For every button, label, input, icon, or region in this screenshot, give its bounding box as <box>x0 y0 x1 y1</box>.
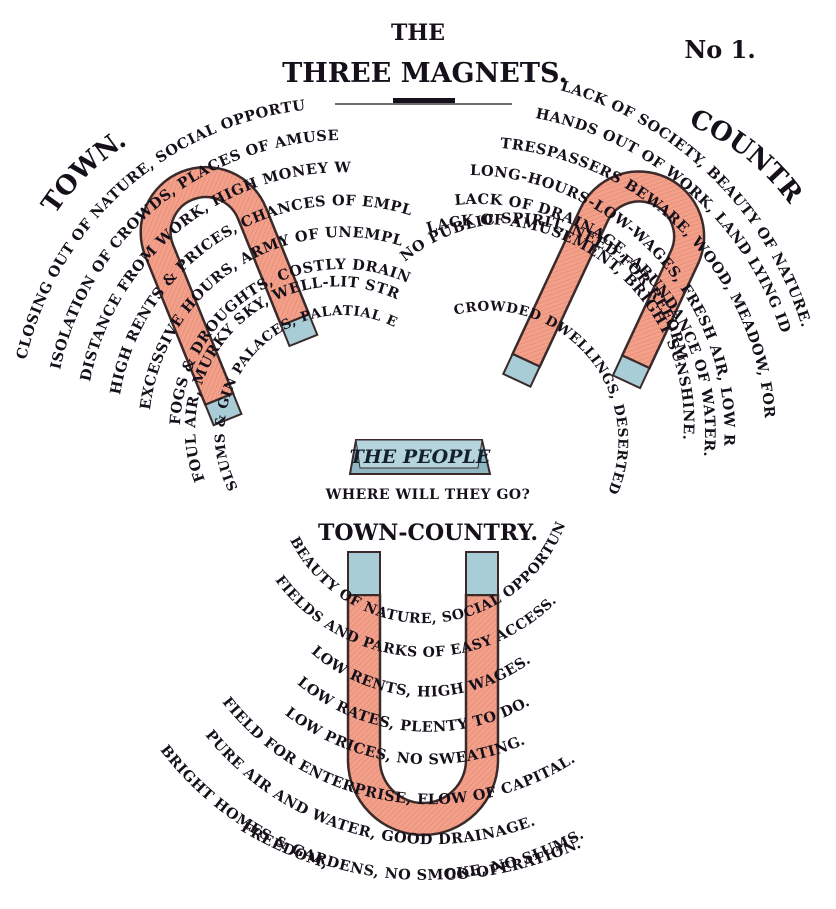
town-country-heading: TOWN-COUNTRY. <box>318 520 538 546</box>
town-magnet-pole-right <box>279 313 319 348</box>
title-rule-bar <box>393 98 455 103</box>
town-magnet-pole-left <box>204 392 243 427</box>
country-magnet-pole-left <box>501 352 542 388</box>
town-country-freedom: FREEDOM, <box>238 819 330 872</box>
title-block: THE THREE MAGNETS. No 1. <box>282 20 756 105</box>
town-country-pole-left <box>347 551 381 596</box>
people-label: THE PEOPLE <box>350 446 491 468</box>
country-magnet-body <box>510 170 706 370</box>
town-country-pole-right <box>465 551 499 596</box>
people-block-top <box>355 439 483 469</box>
town-magnet <box>139 165 319 427</box>
country-magnet-pole-right <box>611 354 651 390</box>
town-heading: TOWN. <box>36 125 132 219</box>
the-people: THE PEOPLE WHERE WILL THEY GO? <box>325 439 531 503</box>
town-country-magnet-body <box>346 593 500 837</box>
plate-number: No 1. <box>684 35 755 64</box>
title-the: THE <box>391 20 445 46</box>
town-magnet-body <box>139 165 311 407</box>
people-question: WHERE WILL THEY GO? <box>325 487 531 503</box>
town-country-magnet <box>346 551 500 837</box>
country-magnet <box>501 170 706 390</box>
title-three-magnets: THREE MAGNETS. <box>282 58 568 89</box>
